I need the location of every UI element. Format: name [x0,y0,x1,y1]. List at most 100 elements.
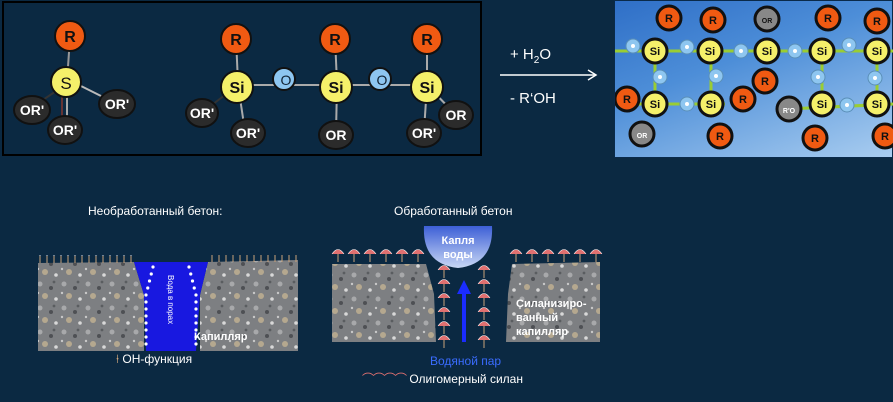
r-atom [871,122,893,150]
silane-marker [573,249,587,255]
si-atom-label: Si [872,46,882,58]
or-group-label: OR [762,18,773,25]
o-bridge-center [847,43,851,47]
silanized-capillary-label-3: капилляр [516,326,568,338]
oh-function-marker [149,272,153,276]
water-in-pores-label: Вода в порах [166,275,175,324]
silane-marker [477,335,491,341]
r-atom [863,7,891,35]
silane-marker [395,249,409,255]
si-atom [410,70,444,104]
r-atom [319,23,351,55]
or-group-label: OR [446,107,467,123]
oh-function-marker [108,255,112,256]
water-vapor-label: Водяной пар [430,354,502,368]
ro-group-label: R'O [783,108,796,115]
or-group-label: OR' [105,96,129,112]
o-bridge-center [816,75,820,79]
s-atom-label: S [60,74,71,93]
o-bridge-atom [368,67,392,91]
silane-marker [437,307,451,313]
si-atom [863,37,891,65]
or-group [47,115,83,145]
reagent-suffix: O [539,46,551,63]
vapor-arrow-head-icon [457,280,471,294]
oh-function-marker [194,342,198,346]
or-group [185,98,219,128]
si-atom-label: Si [817,46,827,58]
or-group-label: OR' [236,125,260,141]
or-group [13,95,51,125]
o-bridge-label: O [377,72,388,88]
concrete-block-right [200,260,298,351]
oh-function-marker [80,255,84,256]
oh-function-marker [194,293,198,297]
o-bridge-center [714,74,718,78]
r-atom [801,124,829,152]
oligomeric-silane-icon: ⌒⌒⌒⌒ [362,372,407,386]
oh-function-marker [144,328,148,332]
o-bridge-center [793,49,797,53]
silane-marker [379,249,393,255]
r-atom [729,85,757,113]
si-atom-label: Si [650,46,660,58]
r-atom-label: R [873,16,881,28]
o-bridge-atom [272,67,296,91]
oh-function-marker [144,342,148,346]
oh-function-marker [52,255,56,256]
reagent-prefix: + H [510,46,534,63]
or-group [98,89,136,119]
si-atom [808,37,836,65]
oh-function-marker [147,279,152,283]
oh-function-legend: ⍿ OH-функция [116,352,192,367]
si-atom-label: Si [872,99,882,111]
oligomer-molecule: R Si OR' OR' O R Si OR O R Si [185,23,474,150]
concrete-block-right [506,262,600,342]
or-group-label: OR [637,133,648,140]
oh-function-marker [144,300,148,304]
reaction-arrow-icon [500,69,598,81]
si-atom-label: Si [229,80,244,97]
oh-function-marker [189,272,193,276]
oh-function-marker [192,286,196,290]
o-bridge-label: O [281,72,292,88]
oh-function-marker [122,255,126,256]
silane-marker [437,293,451,299]
silane-marker [411,249,425,255]
oh-function-marker [45,255,49,256]
si-atom-label: Si [328,80,343,97]
r-atom-label: R [421,32,433,49]
oh-function-marker [146,286,150,290]
water-filled-capillary [134,262,208,351]
silane-marker [477,321,491,327]
silane-marker [477,279,491,285]
si-atom-label: Si [762,46,772,58]
oh-function-marker [66,255,70,256]
untreated-concrete-title: Необработанный бетон: [88,204,223,218]
silane-marker [331,249,345,255]
si-atom [863,90,891,118]
reagent-subscript: 2 [533,55,540,66]
si-atom [753,37,781,65]
silane-marker [477,265,491,271]
silane-marker [589,249,603,255]
capillary-label: Капилляр [194,331,248,343]
oh-function-marker [101,255,105,256]
oh-function-marker [73,255,77,256]
oh-function-marker [94,255,98,256]
reaction-reagent: + H2O [510,46,551,66]
silane-marker [437,321,451,327]
silane-marker [541,249,555,255]
s-atom [50,66,82,98]
r-atom-label: R [623,94,631,106]
concrete-block-left [332,264,436,342]
si-atom-label: Si [705,46,715,58]
o-bridge-center [739,49,743,53]
si-atom [641,90,669,118]
or-group-label: OR' [20,102,44,118]
r-atom [751,67,779,95]
oh-function-marker [144,307,148,311]
silane-marker [437,265,451,271]
r-atom [411,23,443,55]
r-atom-label: R [716,131,724,143]
